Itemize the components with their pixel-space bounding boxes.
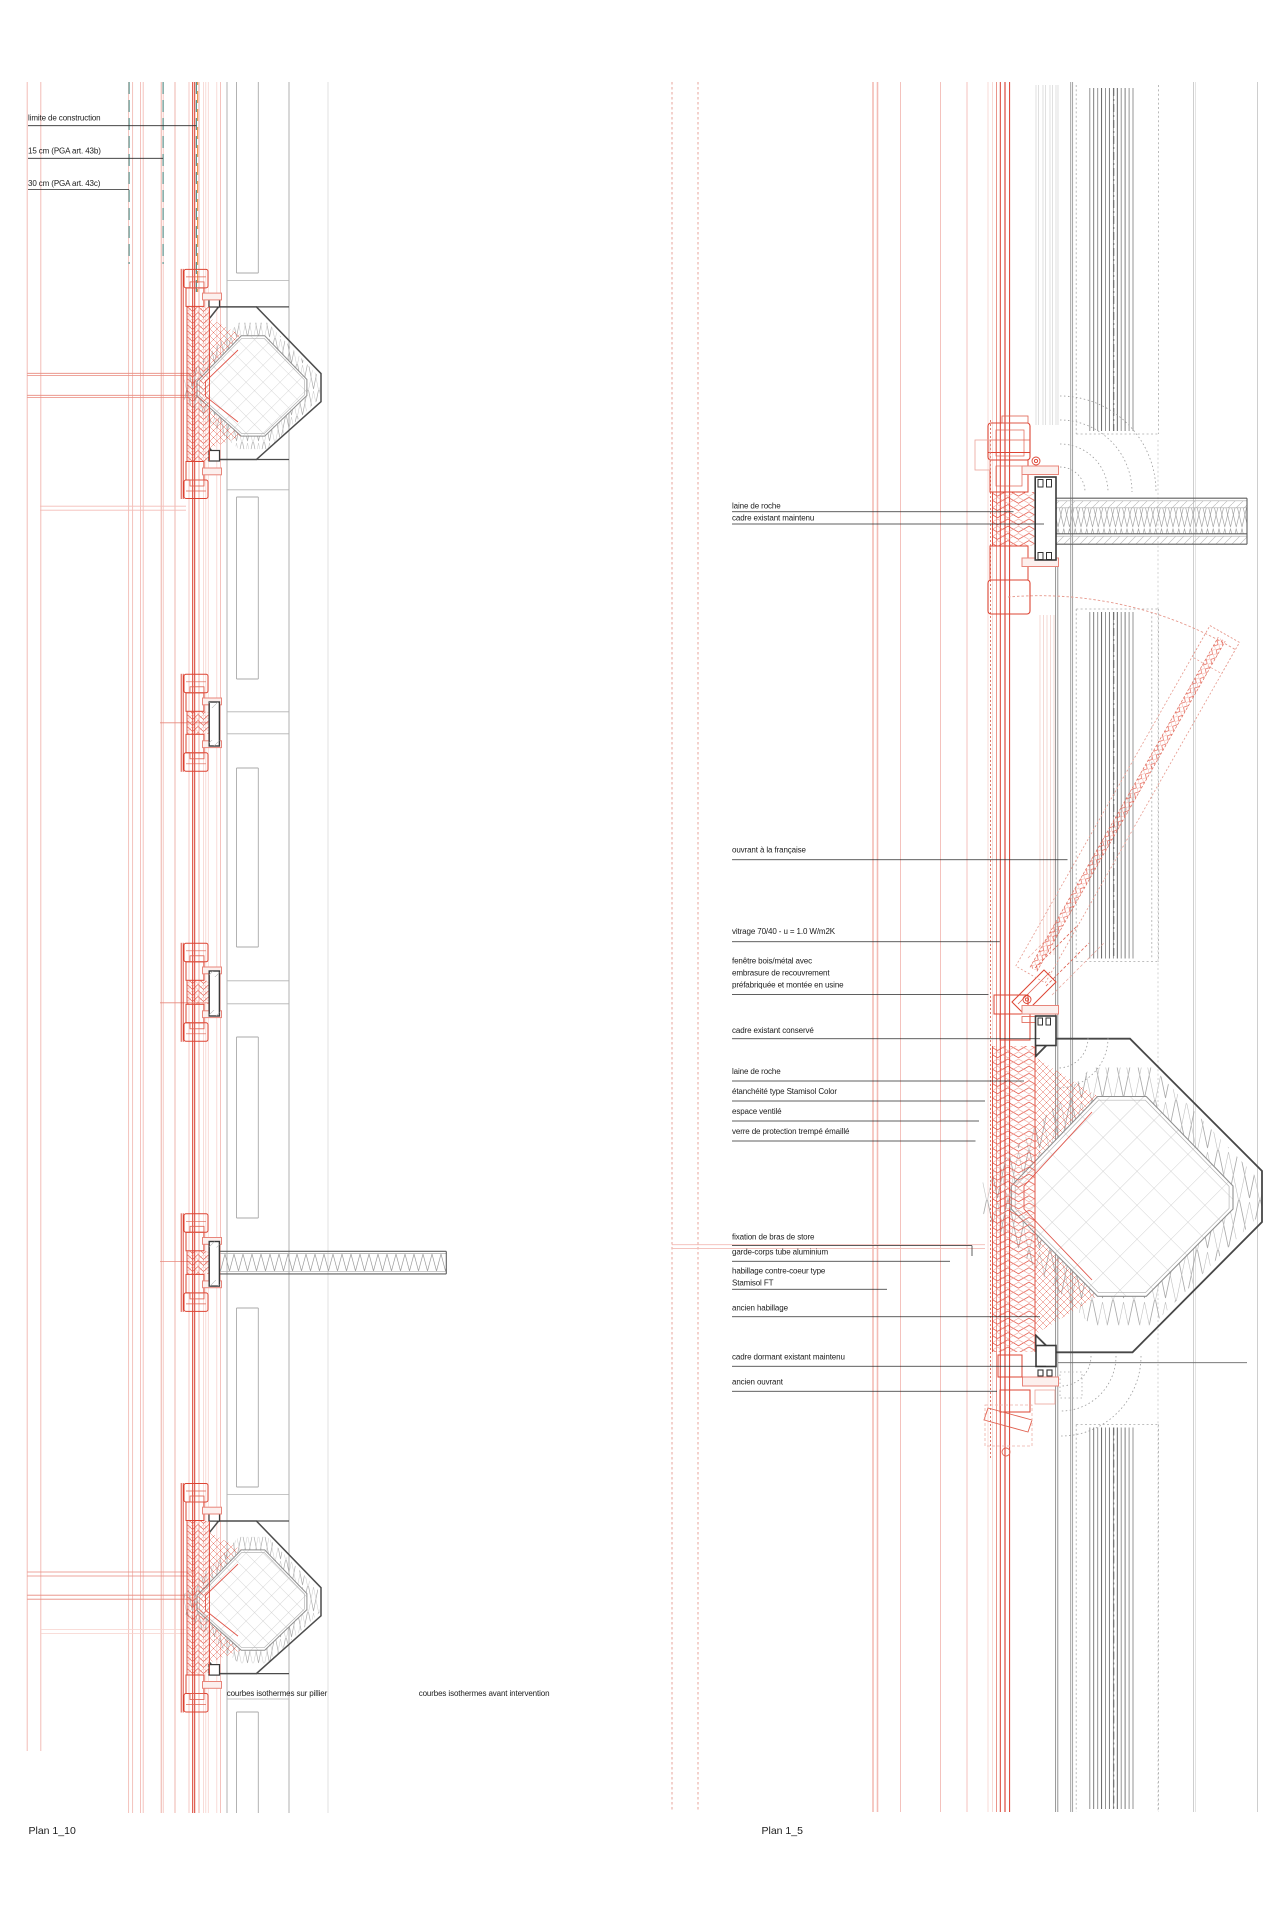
- svg-text:ancien habillage: ancien habillage: [732, 1304, 789, 1313]
- svg-text:cadre dormant existant mainten: cadre dormant existant maintenu: [732, 1353, 845, 1362]
- svg-text:15 cm (PGA art. 43b): 15 cm (PGA art. 43b): [28, 147, 101, 156]
- svg-text:verre de protection trempé éma: verre de protection trempé émaillé: [732, 1127, 850, 1136]
- svg-text:Plan 1_10: Plan 1_10: [29, 1825, 76, 1837]
- svg-text:cadre existant maintenu: cadre existant maintenu: [732, 514, 814, 523]
- svg-text:fixation de bras de store: fixation de bras de store: [732, 1233, 815, 1242]
- svg-text:étanchéité type Stamisol Color: étanchéité type Stamisol Color: [732, 1087, 837, 1096]
- svg-text:ancien ouvrant: ancien ouvrant: [732, 1378, 784, 1387]
- svg-text:préfabriquée et montée en usin: préfabriquée et montée en usine: [732, 981, 844, 990]
- svg-text:fenêtre bois/métal avec: fenêtre bois/métal avec: [732, 957, 812, 966]
- svg-text:Plan 1_5: Plan 1_5: [762, 1825, 804, 1837]
- svg-text:30 cm (PGA art. 43c): 30 cm (PGA art. 43c): [28, 179, 101, 188]
- svg-text:ouvrant à la française: ouvrant à la française: [732, 846, 807, 855]
- svg-text:laine de roche: laine de roche: [732, 1067, 781, 1076]
- svg-text:courbes isothermes avant inter: courbes isothermes avant intervention: [419, 1689, 550, 1698]
- svg-text:espace ventilé: espace ventilé: [732, 1107, 782, 1116]
- svg-text:embrasure de recouvrement: embrasure de recouvrement: [732, 969, 830, 978]
- svg-text:habillage contre-coeur type: habillage contre-coeur type: [732, 1267, 826, 1276]
- svg-text:vitrage 70/40 - u = 1.0 W/m2K: vitrage 70/40 - u = 1.0 W/m2K: [732, 927, 836, 936]
- svg-text:cadre existant conservé: cadre existant conservé: [732, 1026, 814, 1035]
- svg-text:Stamisol FT: Stamisol FT: [732, 1279, 774, 1288]
- svg-text:courbes isothermes sur pillier: courbes isothermes sur pillier: [227, 1689, 328, 1698]
- svg-text:limite de construction: limite de construction: [28, 114, 101, 123]
- svg-text:garde-corps tube aluminium: garde-corps tube aluminium: [732, 1248, 828, 1257]
- svg-text:laine de roche: laine de roche: [732, 502, 781, 511]
